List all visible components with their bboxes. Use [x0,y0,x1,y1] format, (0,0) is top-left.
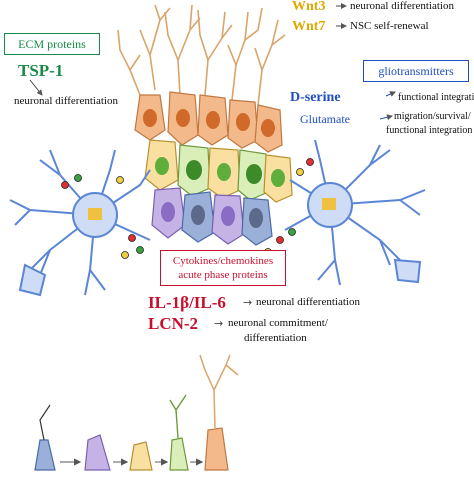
ecm-header: ECM proteins [18,36,86,51]
astrocyte-left [9,149,151,297]
lcn2-label: LCN-2 [148,314,199,333]
wnt3-effect: neuronal differentiation [350,0,454,12]
cytokines-line2: acute phase proteins [178,269,268,281]
progenitor-row [151,187,273,246]
glutamate-label: Glutamate [300,112,350,126]
tsp1-effect: neuronal differentiation [14,95,118,107]
lineage-progression [34,354,239,471]
dendrite-tree [117,4,286,106]
lcn2-effect-2: differentiation [244,332,307,344]
il-arrow: → [243,296,253,309]
wnt7-label: Wnt7 [292,19,326,34]
dserine-effect: functional integration [398,92,474,103]
wnt3-label: Wnt3 [292,0,326,14]
cytokines-box: Cytokines/chemokines acute phase protein… [160,250,286,286]
neuron-row-orange [134,91,283,153]
tsp1-label: TSP-1 [18,61,64,80]
wnt7-effect: NSC self-renewal [350,20,429,32]
dserine-label: D-serine [290,90,341,105]
glutamate-effect-1: migration/survival/ [394,111,471,122]
gliotransmitters-box: gliotransmitters [363,60,469,82]
neuron-row-green [144,139,293,203]
glutamate-effect-2: functional integration [386,125,473,136]
cytokines-line1: Cytokines/chemokines [172,255,274,267]
ecm-proteins-box: ECM proteins [4,33,100,55]
lcn2-effect-1: neuronal commitment/ [228,317,328,329]
glio-header: gliotransmitters [378,63,454,78]
astrocyte-right [284,139,426,286]
il-effect: neuronal differentiation [256,296,360,308]
lcn2-arrow: → [214,317,224,330]
il-label: IL-1β/IL-6 [148,293,226,312]
connector-arrows [29,3,396,121]
